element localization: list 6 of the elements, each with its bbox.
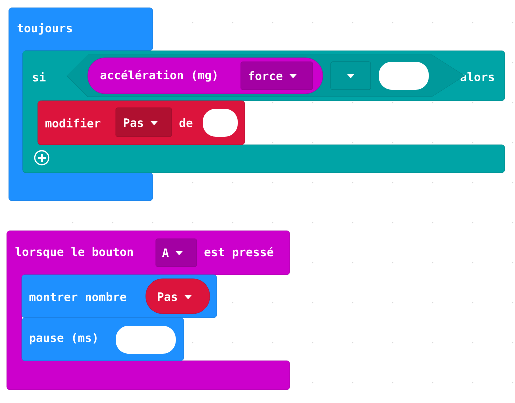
dropdown: Pas <box>116 108 172 138</box>
input-field <box>203 109 238 137</box>
input-field <box>379 62 429 90</box>
dropdown: force <box>240 62 314 90</box>
dropdown: A <box>156 238 198 268</box>
dropdown <box>330 62 372 90</box>
